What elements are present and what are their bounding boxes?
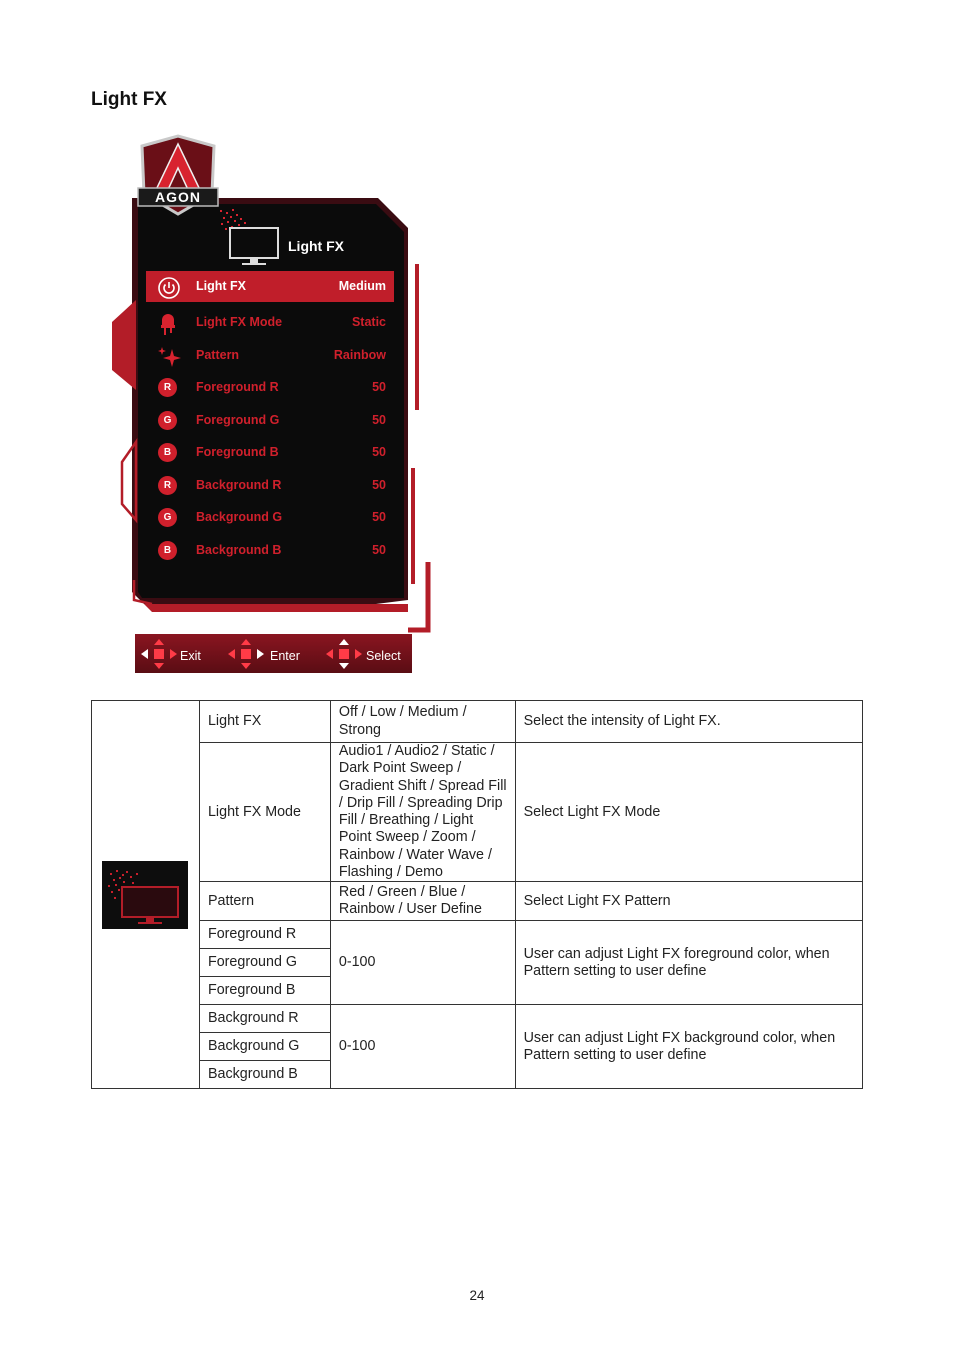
- osd-row-label: Foreground R: [196, 380, 279, 394]
- osd-row-value: 50: [372, 380, 386, 394]
- b-badge-icon: B: [158, 443, 178, 463]
- row-desc: Select Light FX Mode: [514, 741, 864, 883]
- osd-row-label: Background R: [196, 477, 282, 492]
- osd-row-light-fx-mode[interactable]: Light FX Mode Static: [146, 307, 394, 340]
- osd-title: Light FX: [288, 238, 344, 254]
- nav-exit[interactable]: Exit: [141, 634, 221, 673]
- light-fx-thumbnail-icon: [102, 860, 189, 929]
- table-row: Light FX Mode Audio1 / Audio2 / Static /…: [92, 741, 864, 883]
- osd-row-foreground-g[interactable]: G Foreground G 50: [146, 405, 394, 438]
- table-row: Foreground B: [92, 976, 863, 1006]
- table-row: Light FX Off / Low / Medium / Strong Sel…: [91, 699, 864, 1090]
- row-name: Light FX: [198, 700, 331, 743]
- osd-row-value: 50: [372, 477, 386, 492]
- r-badge-icon: R: [158, 378, 178, 398]
- brand-text: AGON: [155, 189, 201, 205]
- sparkle-icon: [158, 346, 181, 367]
- dpad-updown-icon: [326, 639, 362, 669]
- osd-menu: AGON Light FX Light FX Medium Light FX M…: [108, 132, 438, 677]
- osd-row-value: Medium: [338, 279, 386, 293]
- osd-nav-bar: Exit Enter Select: [135, 634, 412, 673]
- bg-range: 0-100: [329, 1004, 516, 1090]
- g-badge-icon: G: [158, 410, 178, 431]
- row-name: Light FX Mode: [198, 741, 331, 883]
- b-badge-icon: B: [158, 540, 178, 561]
- row-name: Foreground G: [198, 948, 331, 978]
- dpad-right-icon: [228, 639, 264, 669]
- osd-row-label: Light FX Mode: [196, 315, 283, 329]
- light-fx-monitor-icon: [220, 209, 279, 265]
- osd-row-background-b[interactable]: B Background B 50: [146, 535, 394, 568]
- row-options: Red / Green / Blue / Rainbow / User Defi…: [329, 881, 516, 922]
- power-icon: [158, 277, 180, 299]
- row-name: Background B: [198, 1060, 331, 1090]
- table-row: Background R 0-100 User can adjust Light…: [92, 1004, 864, 1090]
- thumbnail-cell: [91, 699, 200, 1090]
- r-badge-icon: R: [158, 475, 178, 496]
- dpad-left-icon: [141, 639, 177, 669]
- row-desc: Select the intensity of Light FX.: [514, 700, 864, 743]
- agon-logo: AGON: [137, 134, 219, 216]
- osd-row-label: Foreground B: [196, 445, 279, 459]
- osd-row-label: Foreground G: [196, 412, 280, 427]
- osd-row-background-g[interactable]: G Background G 50: [146, 502, 394, 535]
- osd-row-label: Background B: [196, 542, 282, 557]
- row-options: Off / Low / Medium / Strong: [329, 700, 516, 743]
- fg-range: 0-100: [329, 920, 516, 1006]
- led-bulb-icon: [158, 313, 178, 335]
- nav-select-label: Select: [366, 649, 401, 663]
- nav-exit-label: Exit: [180, 649, 201, 663]
- nav-enter[interactable]: Enter: [228, 634, 318, 673]
- osd-row-foreground-r[interactable]: R Foreground R 50: [146, 372, 394, 405]
- table-row: Background B: [92, 1060, 863, 1090]
- osd-row-pattern[interactable]: Pattern Rainbow: [146, 340, 394, 373]
- row-name: Background G: [198, 1032, 331, 1062]
- osd-row-label: Pattern: [196, 347, 240, 362]
- osd-row-value: Rainbow: [333, 347, 386, 362]
- osd-row-foreground-b[interactable]: B Foreground B 50: [146, 437, 394, 470]
- table-row: Pattern Red / Green / Blue / Rainbow / U…: [92, 881, 864, 922]
- osd-row-label: Light FX: [196, 279, 246, 293]
- osd-row-value: 50: [372, 445, 386, 459]
- osd-row-label: Background G: [196, 510, 283, 524]
- nav-select[interactable]: Select: [326, 634, 410, 673]
- osd-row-value: 50: [372, 510, 386, 524]
- row-name: Background R: [198, 1004, 331, 1034]
- row-name: Pattern: [198, 881, 331, 922]
- table-row: Foreground R 0-100 User can adjust Light…: [92, 920, 864, 1006]
- osd-row-value: Static: [351, 315, 386, 329]
- g-badge-icon: G: [158, 508, 178, 528]
- light-fx-spec-table: Light FX Off / Low / Medium / Strong Sel…: [91, 699, 864, 1090]
- row-name: Foreground B: [198, 976, 331, 1006]
- osd-menu-list: Light FX Medium Light FX Mode Static Pat…: [146, 271, 394, 567]
- bg-desc: User can adjust Light FX background colo…: [514, 1004, 864, 1090]
- row-options: Audio1 / Audio2 / Static / Dark Point Sw…: [329, 741, 516, 883]
- osd-row-value: 50: [372, 412, 386, 427]
- osd-row-light-fx[interactable]: Light FX Medium: [146, 271, 394, 302]
- row-desc: Select Light FX Pattern: [514, 881, 864, 922]
- fg-desc: User can adjust Light FX foreground colo…: [514, 920, 864, 1006]
- osd-row-value: 50: [372, 542, 386, 557]
- row-name: Foreground R: [198, 920, 331, 950]
- section-heading: Light FX: [91, 89, 167, 110]
- page-number: 24: [469, 1288, 485, 1303]
- osd-row-background-r[interactable]: R Background R 50: [146, 470, 394, 503]
- nav-enter-label: Enter: [270, 649, 300, 663]
